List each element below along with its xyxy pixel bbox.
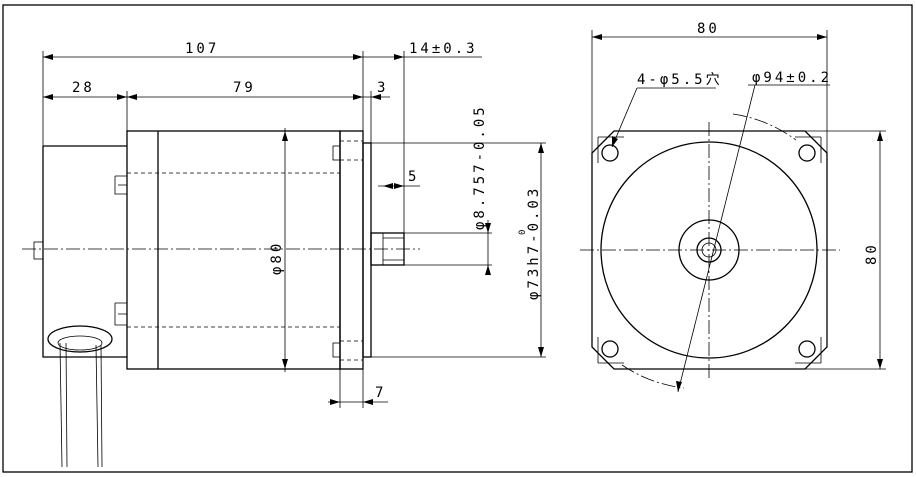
rear-cap-outline (42, 145, 127, 358)
corner-web-tl (597, 136, 624, 163)
dim-front-width-text: 80 (697, 21, 720, 37)
side-view: 107 28 79 3 14±0.3 5 7 (22, 41, 546, 468)
dim-pilot-tol-upper: 0 (518, 229, 528, 235)
dim-79-text: 79 (233, 80, 256, 96)
dim-3-text: 3 (377, 80, 388, 96)
cable-grommet-inner (57, 335, 103, 351)
dim-14-text: 14±0.3 (409, 41, 478, 57)
screw-bottom (114, 302, 127, 326)
dim-shaft-text: φ8.757-0.05 (472, 104, 488, 230)
corner-web-bl (597, 337, 624, 364)
dim-7-text: 7 (375, 385, 386, 401)
corner-web-tr (795, 136, 822, 163)
corner-web-br (795, 337, 822, 364)
front-view: φ94±0.2 4-φ5.5穴 80 80 (580, 21, 886, 393)
mount-hole-br (798, 340, 816, 358)
dim-107-text: 107 (185, 41, 219, 57)
drawing-frame (2, 4, 913, 473)
flange-hole-top-box (332, 145, 341, 161)
flange-hole-bottom-box (332, 342, 341, 358)
flange (339, 130, 364, 370)
bolt-circle-leader (677, 84, 756, 393)
dim-front-height-text: 80 (864, 242, 880, 265)
mount-hole-tl (601, 144, 619, 162)
dim-pilot-text: φ73h7-0.03 (526, 186, 542, 300)
flange-hole-top (340, 140, 363, 161)
dim-5-text: 5 (408, 169, 419, 185)
mount-hole-bl (601, 340, 619, 358)
mount-hole-tr (798, 144, 816, 162)
screw-top (114, 175, 127, 195)
flange-hole-bottom (340, 340, 363, 361)
cable-grommet (47, 325, 113, 353)
bolt-circle-arc-top (732, 113, 797, 141)
pilot (362, 142, 372, 358)
dim-phi80-text: φ80 (269, 241, 285, 275)
mount-hole-leader (611, 87, 638, 148)
cable (59, 342, 103, 468)
mount-hole-text: 4-φ5.5穴 (637, 72, 723, 88)
rear-boss (33, 241, 44, 260)
bolt-circle-text: φ94±0.2 (752, 70, 832, 86)
dim-28-text: 28 (72, 80, 95, 96)
motor-body (126, 130, 341, 370)
